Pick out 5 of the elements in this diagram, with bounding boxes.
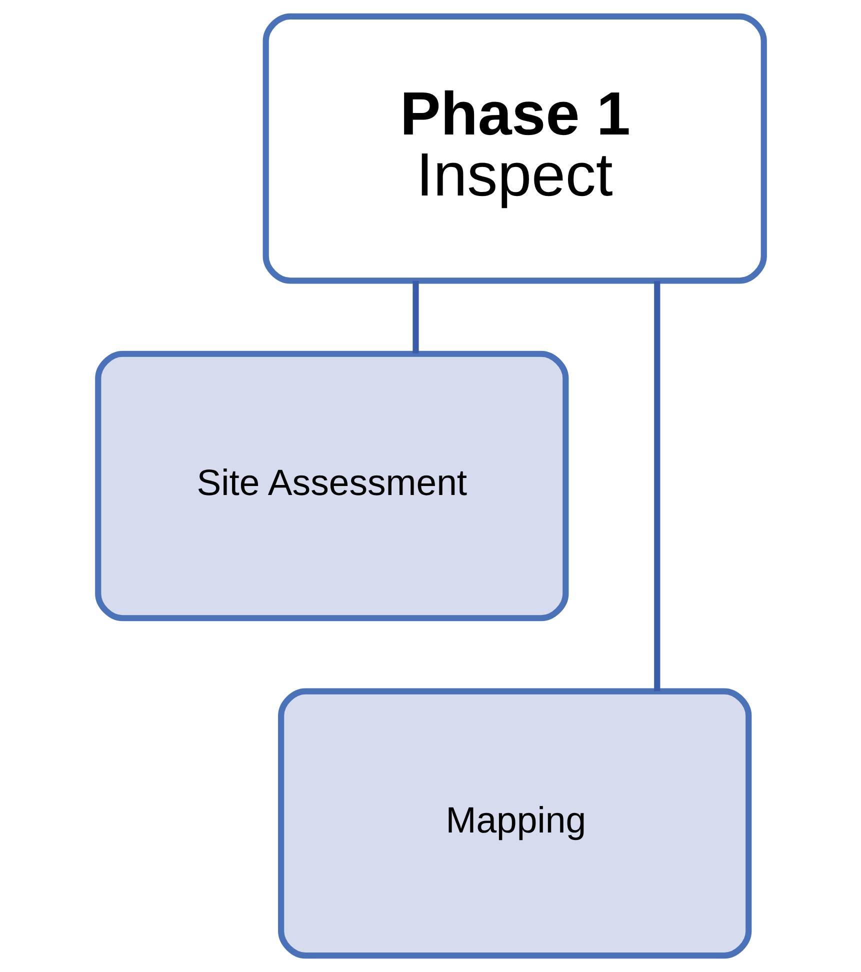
connector: [412, 280, 418, 354]
node-box: Mapping: [278, 688, 752, 959]
node-box: Site Assessment: [94, 350, 568, 622]
connector: [654, 281, 660, 692]
node-box: Phase 1 Inspect: [262, 13, 766, 284]
